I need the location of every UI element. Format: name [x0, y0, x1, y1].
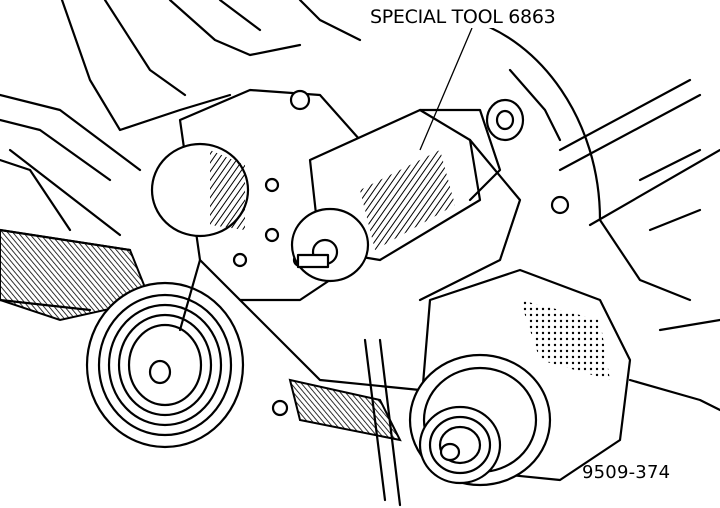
figure-number: 9509-374 [582, 462, 671, 483]
callout-leader [419, 27, 473, 151]
alternator [408, 268, 632, 487]
crankshaft-pulley [85, 281, 245, 449]
serpentine-belt [0, 148, 402, 507]
special-tool-label: SPECIAL TOOL 6863 [368, 6, 558, 28]
engine-block [0, 0, 720, 412]
special-tool [290, 108, 522, 302]
